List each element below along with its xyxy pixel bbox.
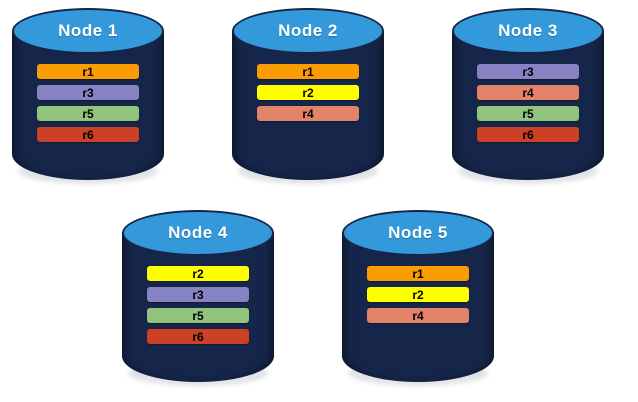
shard-bar-r2[interactable]: r2 [147,266,249,281]
cylinder-top-ellipse [122,210,274,256]
shard-bar-r1[interactable]: r1 [37,64,139,79]
shard-list: r1 r2 r4 [257,64,359,121]
shard-bar-r5[interactable]: r5 [37,106,139,121]
shard-bar-r5[interactable]: r5 [477,106,579,121]
shard-bar-r3[interactable]: r3 [477,64,579,79]
cylinder-top-ellipse [342,210,494,256]
cylinder-body [12,30,164,180]
shard-bar-r1[interactable]: r1 [257,64,359,79]
shard-bar-r2[interactable]: r2 [367,287,469,302]
node-1[interactable]: Node 1 r1 r3 r5 r6 [12,8,164,184]
cylinder-body [122,232,274,382]
shard-bar-r6[interactable]: r6 [477,127,579,142]
shard-bar-r6[interactable]: r6 [147,329,249,344]
shard-bar-r3[interactable]: r3 [147,287,249,302]
cylinder-body [452,30,604,180]
node-title: Node 1 [58,21,118,40]
shard-list: r3 r4 r5 r6 [477,64,579,142]
cylinder-body [232,30,384,180]
shard-list: r2 r3 r5 r6 [147,266,249,344]
shard-bar-r4[interactable]: r4 [257,106,359,121]
node-4[interactable]: Node 4 r2 r3 r5 r6 [122,210,274,386]
shard-list: r1 r2 r4 [367,266,469,323]
node-3[interactable]: Node 3 r3 r4 r5 r6 [452,8,604,184]
shard-bar-r5[interactable]: r5 [147,308,249,323]
node-5[interactable]: Node 5 r1 r2 r4 [342,210,494,386]
node-title: Node 2 [278,21,338,40]
shard-bar-r1[interactable]: r1 [367,266,469,281]
node-title: Node 5 [388,223,448,242]
node-title: Node 4 [168,223,228,242]
shard-bar-r4[interactable]: r4 [367,308,469,323]
node-2[interactable]: Node 2 r1 r2 r4 [232,8,384,184]
shard-bar-r4[interactable]: r4 [477,85,579,100]
cylinder-top-ellipse [12,8,164,54]
shard-list: r1 r3 r5 r6 [37,64,139,142]
cylinder-body [342,232,494,382]
shard-bar-r3[interactable]: r3 [37,85,139,100]
shard-bar-r2[interactable]: r2 [257,85,359,100]
cylinder-top-ellipse [452,8,604,54]
cylinder-top-ellipse [232,8,384,54]
shard-bar-r6[interactable]: r6 [37,127,139,142]
node-title: Node 3 [498,21,558,40]
